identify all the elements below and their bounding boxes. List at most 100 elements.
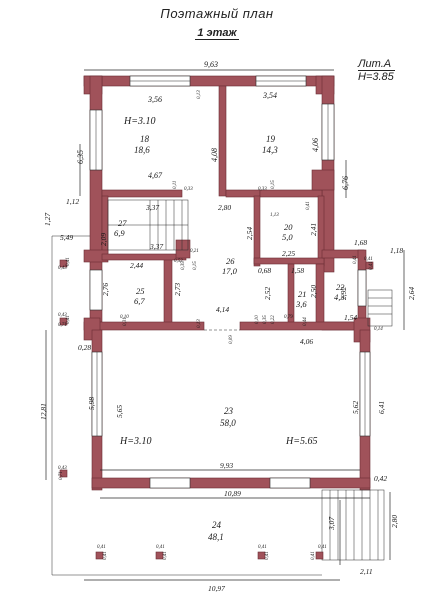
dim: 2,92	[339, 287, 348, 300]
dim: 0,41	[369, 261, 374, 270]
dim: 3,37	[145, 203, 159, 212]
dim: 3,37	[149, 242, 163, 251]
window-hall-bottom-2	[269, 477, 311, 489]
dim: 2,73	[173, 283, 182, 296]
dim: 0,41	[258, 545, 267, 550]
dim: 3,07	[327, 517, 336, 531]
dim: 0,22	[271, 315, 276, 324]
room-20-number: 20	[284, 222, 293, 232]
room-19-number: 19	[266, 134, 276, 144]
dim: 0,71	[59, 471, 64, 480]
room-23-area: 58,0	[220, 418, 236, 428]
floor-label: 1 этаж	[0, 27, 434, 40]
dim: 0,42	[374, 474, 387, 483]
dim: 0,44	[303, 317, 308, 326]
dim: 0,41	[163, 551, 168, 560]
dim: 0,41	[97, 545, 106, 550]
piers	[59, 259, 374, 560]
window-25-left	[89, 269, 103, 311]
dim: 0,31	[123, 317, 128, 326]
room-22-number: 22	[336, 282, 345, 292]
dim: 5,65	[115, 405, 124, 418]
room-20-area: 5,0	[282, 232, 293, 242]
dim: 9,93	[220, 461, 233, 470]
dim: 1,18	[390, 246, 403, 255]
dim: 0,41	[353, 255, 358, 264]
room-18-number: 18	[140, 134, 150, 144]
stair-ext-frame	[321, 489, 385, 561]
stairs-27	[107, 199, 189, 251]
dim: 0,43	[58, 466, 67, 471]
dim: 0,15	[271, 180, 276, 189]
windows	[89, 75, 371, 489]
room-18-height: H=3.10	[123, 116, 155, 127]
wall-mid-left	[83, 321, 205, 331]
dim: 4,08	[210, 148, 219, 162]
room-21-number: 21	[298, 289, 307, 299]
dim: 0,52	[174, 259, 183, 264]
lit-label: Лит.А H=3.85	[358, 58, 396, 83]
dim: 3,54	[262, 91, 277, 100]
dim: 1,68	[354, 238, 367, 247]
dim: 0,41	[318, 545, 327, 550]
dimension-labels: 9,63 3,56 3,54 0,13 4,08 4,06 6,35 6,76 …	[39, 60, 416, 593]
pier	[365, 261, 374, 270]
dim: 0,43	[58, 313, 67, 318]
dim: 0,10	[120, 315, 129, 320]
room-18-area: 18,6	[134, 145, 150, 155]
dim: 2,76	[101, 283, 110, 296]
dim: 0,28	[78, 343, 91, 352]
pier	[155, 551, 164, 560]
room-labels: H=3.10 18 18,6 19 14,3 20 5,0 21 3,6 22 …	[114, 116, 345, 542]
dim: 2,09	[99, 233, 108, 246]
wall-right-step	[311, 169, 335, 191]
dim: 0,41	[66, 315, 71, 324]
dim: 4,06	[311, 138, 320, 152]
dim: 5,49	[60, 233, 73, 242]
room-19-area: 14,3	[262, 145, 278, 155]
room-27-number: 27	[118, 218, 127, 228]
dim: 4,14	[216, 305, 229, 314]
dim: 2,25	[282, 249, 295, 258]
dim: 2,11	[360, 567, 373, 576]
dim: 5,62	[351, 401, 360, 414]
dim: 0,35	[181, 261, 186, 270]
dim: 0,41	[364, 257, 373, 262]
dim: 0,15	[193, 261, 198, 270]
window-hall-bottom-1	[149, 477, 191, 489]
dim: 2,54	[245, 227, 254, 240]
dim: 0,68	[258, 266, 271, 275]
pier	[59, 259, 68, 268]
dimension-lines	[45, 69, 405, 581]
dim: 0,43	[58, 266, 67, 271]
dim: 0,41	[306, 201, 311, 210]
wall-26-pier	[175, 239, 191, 259]
room-24-number: 24	[212, 520, 222, 530]
dim: 1,58	[291, 266, 304, 275]
dim: 0,33	[184, 187, 193, 192]
dim: 2,41	[309, 223, 318, 236]
dim: 0,33	[258, 187, 267, 192]
wall-25-right	[163, 255, 173, 327]
dim: 2,80	[390, 515, 399, 528]
dim: 1,13	[270, 213, 279, 218]
dim: 1,12	[66, 197, 79, 206]
dim: 0,41	[66, 257, 71, 266]
dim: 0,79	[284, 315, 293, 320]
room-23-height-right: H=5.65	[285, 436, 317, 447]
wall-18-bottom	[101, 189, 183, 198]
dim: 2,52	[263, 287, 272, 300]
dim: 2,50	[309, 285, 318, 298]
dim: 6,35	[76, 150, 85, 164]
pier	[315, 551, 324, 560]
room-26-area: 17,0	[222, 266, 238, 276]
wall-27-left	[101, 195, 109, 257]
floor-label-text: 1 этаж	[195, 27, 239, 40]
dim: 12,81	[39, 403, 48, 420]
dim: 2,80	[218, 203, 231, 212]
dim: 10,89	[224, 489, 241, 498]
room-25-number: 25	[136, 286, 145, 296]
room-25-area: 6,7	[134, 296, 145, 306]
dim: 4,67	[148, 171, 163, 180]
exterior-stairs	[51, 235, 393, 576]
